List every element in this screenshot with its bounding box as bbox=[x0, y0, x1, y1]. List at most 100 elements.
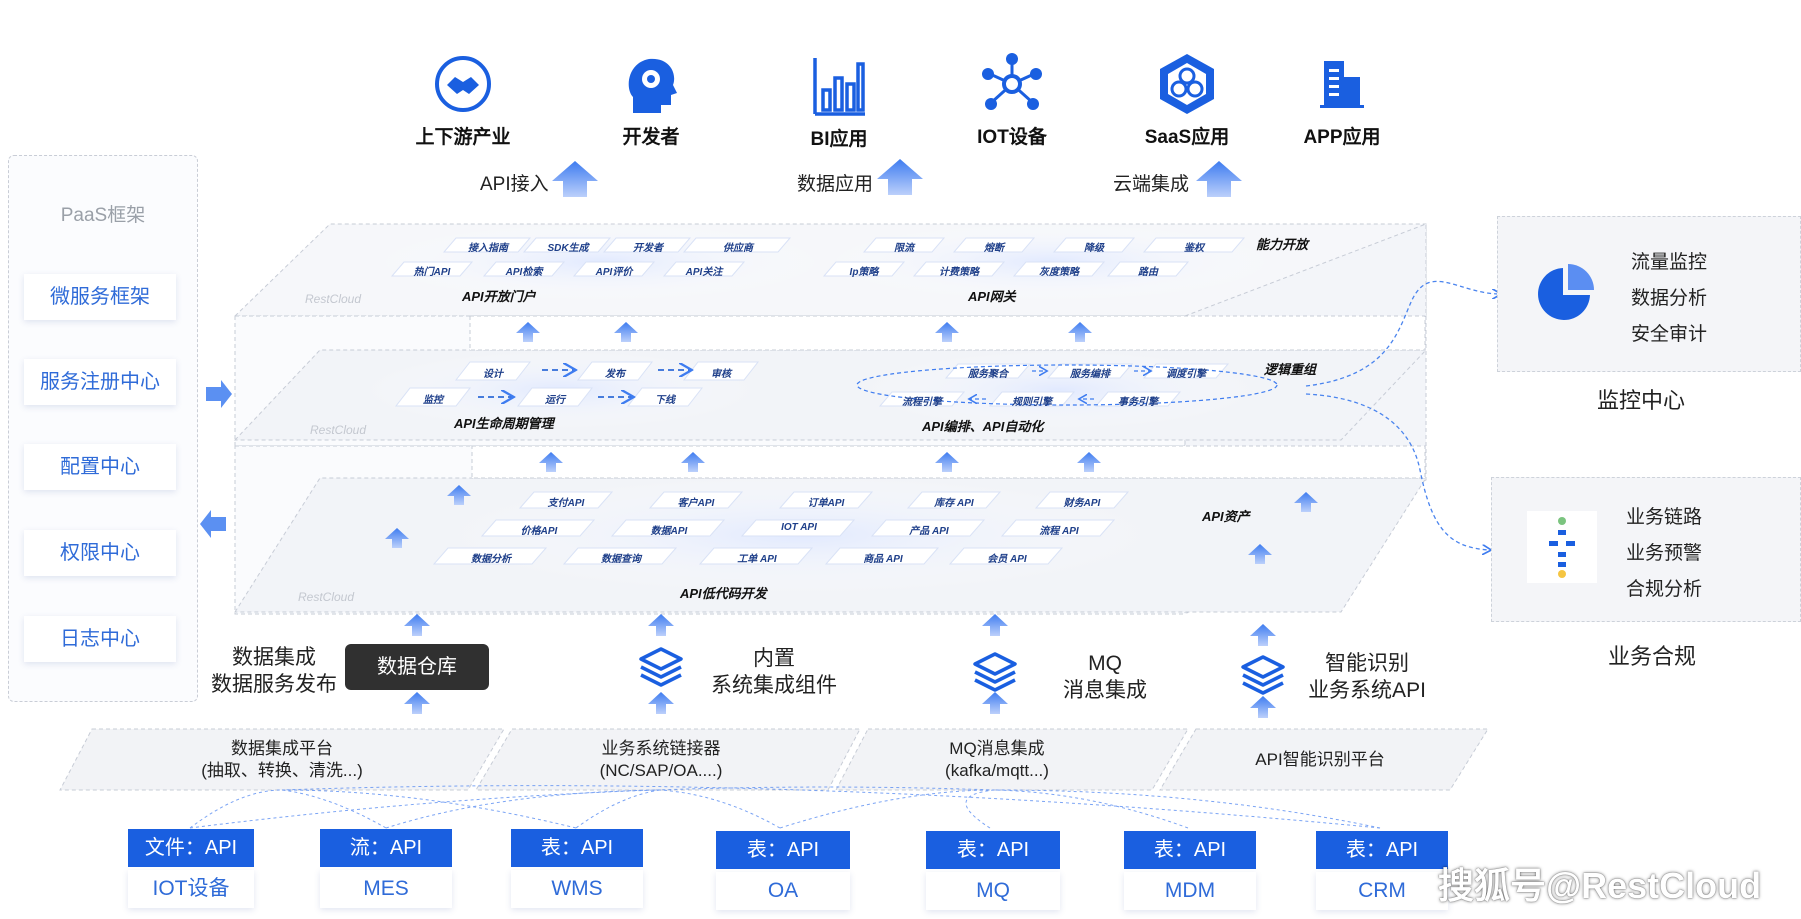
chip-gray-policy: 灰度策略 bbox=[1039, 267, 1079, 278]
builtin-line1: 内置 bbox=[753, 647, 795, 670]
consumer-label: SaaS应用 bbox=[1144, 127, 1230, 148]
sidebar-item-config-center[interactable]: 配置中心 bbox=[24, 444, 176, 490]
layer-label-capability-open: 能力开放 bbox=[1256, 237, 1309, 252]
chip-monitor: 监控 bbox=[423, 395, 443, 406]
chip-finance-api: 财务API bbox=[1063, 498, 1101, 509]
source-name-mq[interactable]: MQ bbox=[926, 872, 1060, 910]
source-tag-mq: 表：API bbox=[926, 831, 1060, 869]
compliance-item-business-alert: 业务预警 bbox=[1626, 543, 1703, 564]
chip-payment-api: 支付API bbox=[547, 498, 585, 509]
chip-rate-limit: 限流 bbox=[894, 243, 914, 254]
consumer-label: 上下游产业 bbox=[415, 127, 511, 148]
restcloud-watermark: RestCloud bbox=[298, 590, 355, 604]
sohu-watermark: 搜狐号@RestCloud bbox=[1438, 865, 1762, 906]
developer-head-icon bbox=[581, 50, 721, 118]
stack-icons bbox=[639, 647, 1285, 695]
chip-ticket-api: 工单 API bbox=[737, 554, 777, 565]
mq-line1: MQ bbox=[1088, 652, 1122, 675]
chip-data-api: 数据API bbox=[650, 526, 688, 537]
sidebar-item-microservice[interactable]: 微服务框架 bbox=[24, 274, 176, 320]
platform-api-recognition: API智能识别平台 bbox=[1222, 749, 1418, 771]
source-tag-oa: 表：API bbox=[716, 831, 850, 869]
platform-mq-integration: MQ消息集成 (kafka/mqtt...) bbox=[890, 738, 1104, 782]
platform-line2: (kafka/mqtt...) bbox=[945, 761, 1049, 780]
mq-label: MQ 消息集成 bbox=[1040, 650, 1170, 704]
compliance-item-compliance-analysis: 合规分析 bbox=[1626, 579, 1703, 600]
chip-sdk-generation: SDK生成 bbox=[547, 243, 589, 254]
data-warehouse-button[interactable]: 数据仓库 bbox=[345, 644, 489, 690]
sidebar-item-service-registry[interactable]: 服务注册中心 bbox=[24, 359, 176, 405]
chip-auth: 鉴权 bbox=[1184, 243, 1204, 254]
source-tag-mes: 流：API bbox=[320, 829, 452, 867]
layer-title-api-gateway: API网关 bbox=[968, 289, 1016, 304]
platform-line1: 业务系统链接器 bbox=[601, 739, 721, 758]
chip-design: 设计 bbox=[483, 369, 503, 380]
mq-line2: 消息集成 bbox=[1063, 679, 1147, 702]
chip-api-rating: API评价 bbox=[595, 267, 633, 278]
data-integration-line1: 数据集成 bbox=[232, 646, 316, 669]
source-tag-iot: 文件：API bbox=[128, 829, 254, 867]
chip-hot-api: 热门API bbox=[413, 267, 451, 278]
restcloud-watermark: RestCloud bbox=[305, 292, 362, 306]
chip-run: 运行 bbox=[545, 395, 565, 406]
chip-routing: 路由 bbox=[1138, 267, 1158, 278]
handshake-icon bbox=[393, 50, 533, 118]
data-integration-line2: 数据服务发布 bbox=[211, 673, 337, 696]
platform-business-connector: 业务系统链接器 (NC/SAP/OA....) bbox=[548, 738, 774, 782]
source-name-iot[interactable]: IOT设备 bbox=[128, 870, 254, 908]
platform-line2: (NC/SAP/OA....) bbox=[599, 761, 723, 780]
consumer-developer: 开发者 bbox=[581, 50, 721, 149]
chip-offline: 下线 bbox=[655, 395, 675, 406]
platform-line1: 数据集成平台 bbox=[231, 739, 333, 758]
consumer-saas: SaaS应用 bbox=[1117, 50, 1257, 149]
consumer-upstream-industry: 上下游产业 bbox=[393, 50, 533, 149]
layer-label-api-assets: API资产 bbox=[1202, 509, 1250, 524]
layer-title-api-lifecycle: API生命周期管理 bbox=[454, 416, 554, 431]
chip-api-search: API检索 bbox=[505, 267, 543, 278]
chip-data-query: 数据查询 bbox=[601, 554, 641, 565]
chip-circuit-break: 熔断 bbox=[984, 243, 1004, 254]
network-nodes-icon bbox=[942, 50, 1082, 118]
flow-label-api-access: API接入 bbox=[480, 174, 549, 195]
chip-process-engine: 流程引擎 bbox=[902, 397, 942, 408]
monitor-item-data-analysis: 数据分析 bbox=[1631, 288, 1708, 309]
chip-billing-policy: 计费策略 bbox=[939, 267, 979, 278]
chip-ip-policy: Ip策略 bbox=[849, 267, 879, 278]
chip-data-analysis: 数据分析 bbox=[471, 554, 511, 565]
sidebar-item-permission-center[interactable]: 权限中心 bbox=[24, 530, 176, 576]
chip-service-aggregation: 服务聚合 bbox=[968, 369, 1008, 380]
pie-chart-icon bbox=[1536, 262, 1596, 327]
platform-line1: API智能识别平台 bbox=[1255, 750, 1385, 769]
builtin-components-label: 内置 系统集成组件 bbox=[694, 645, 854, 699]
chip-product-api: 产品 API bbox=[909, 526, 949, 537]
consumer-label: BI应用 bbox=[810, 129, 868, 150]
source-name-crm[interactable]: CRM bbox=[1316, 872, 1448, 910]
chip-supplier: 供应商 bbox=[723, 243, 753, 254]
source-name-mdm[interactable]: MDM bbox=[1124, 872, 1256, 910]
chip-access-guide: 接入指南 bbox=[468, 243, 508, 254]
source-name-oa[interactable]: OA bbox=[716, 872, 850, 910]
consumer-iot: IOT设备 bbox=[942, 50, 1082, 149]
source-tag-wms: 表：API bbox=[511, 829, 643, 867]
chip-scheduling-engine: 调度引擎 bbox=[1166, 369, 1206, 380]
monitor-item-security-audit: 安全审计 bbox=[1631, 324, 1708, 345]
chip-goods-api: 商品 API bbox=[863, 554, 903, 565]
building-icon bbox=[1272, 50, 1412, 118]
data-integration-label: 数据集成 数据服务发布 bbox=[204, 644, 344, 698]
source-name-wms[interactable]: WMS bbox=[511, 870, 643, 908]
source-tag-mdm: 表：API bbox=[1124, 831, 1256, 869]
source-tag-crm: 表：API bbox=[1316, 831, 1448, 869]
smart-line1: 智能识别 bbox=[1325, 652, 1409, 675]
sidebar-item-log-center[interactable]: 日志中心 bbox=[24, 616, 176, 662]
chip-api-follow: API关注 bbox=[685, 267, 723, 278]
monitor-item-traffic: 流量监控 bbox=[1631, 252, 1708, 273]
source-name-mes[interactable]: MES bbox=[320, 870, 452, 908]
chip-iot-api: IOT API bbox=[781, 522, 817, 533]
chip-member-api: 会员 API bbox=[987, 554, 1027, 565]
chip-developer: 开发者 bbox=[633, 243, 663, 254]
restcloud-watermark: RestCloud bbox=[310, 423, 367, 437]
flow-label-cloud-integration: 云端集成 bbox=[1113, 174, 1190, 195]
platform-line2: (抽取、转换、清洗...) bbox=[201, 761, 363, 780]
chip-publish: 发布 bbox=[605, 369, 625, 380]
